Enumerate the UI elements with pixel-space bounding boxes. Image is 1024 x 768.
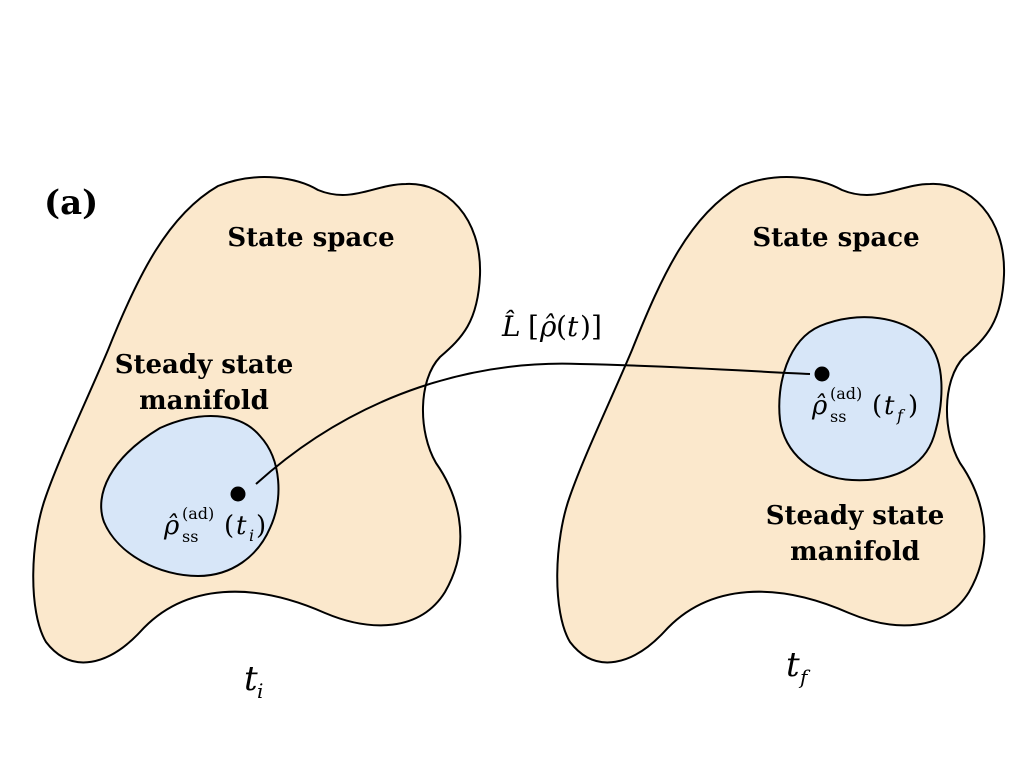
svg-text:t: t [884,391,895,421]
svg-text:f: f [896,406,906,425]
right-manifold-label-line1: Steady state [766,501,945,531]
right-state-space-label: State space [752,223,919,253]
svg-text:(: ( [224,511,234,541]
left-steady-state-manifold [100,415,280,578]
svg-text:t: t [786,645,800,685]
right-point-label: ρ̂ ss (ad) ( t f ) [811,384,918,426]
svg-text:[: [ [528,310,539,343]
svg-text:L̂: L̂ [501,310,521,343]
evolution-trajectory [255,362,811,485]
svg-text:t: t [236,511,247,541]
left-state-space-label: State space [227,223,394,253]
svg-text:t: t [244,659,258,699]
svg-text:i: i [257,679,263,703]
left-steady-state-point [230,486,246,502]
right-time-label: t f [786,645,811,689]
svg-text:i: i [249,526,254,545]
svg-text:(: ( [556,310,567,343]
svg-text:ρ̂: ρ̂ [539,310,557,343]
panel-label: (a) [44,183,98,223]
svg-text:(ad): (ad) [182,504,214,523]
right-steady-state-point [814,366,830,382]
left-point-label: ρ̂ ss (ad) ( t i ) [163,504,266,546]
svg-text:ss: ss [182,527,198,546]
liouvillian-label: L̂ [ ρ̂ ( t ) ] [501,310,602,343]
svg-text:): ) [256,511,266,541]
svg-text:): ) [908,391,918,421]
svg-text:]: ] [591,310,602,343]
left-time-label: t i [244,659,263,703]
svg-text:f: f [798,665,811,689]
right-manifold-label-line2: manifold [790,537,920,567]
svg-text:(: ( [872,391,882,421]
svg-text:ρ̂: ρ̂ [811,391,828,421]
left-manifold-label-line2: manifold [139,386,269,416]
svg-text:ρ̂: ρ̂ [163,511,180,541]
svg-text:): ) [580,310,591,343]
svg-text:ss: ss [830,407,846,426]
right-steady-state-manifold [778,316,943,482]
svg-text:t: t [567,310,579,343]
left-manifold-label-line1: Steady state [115,350,294,380]
svg-text:(ad): (ad) [830,384,862,403]
